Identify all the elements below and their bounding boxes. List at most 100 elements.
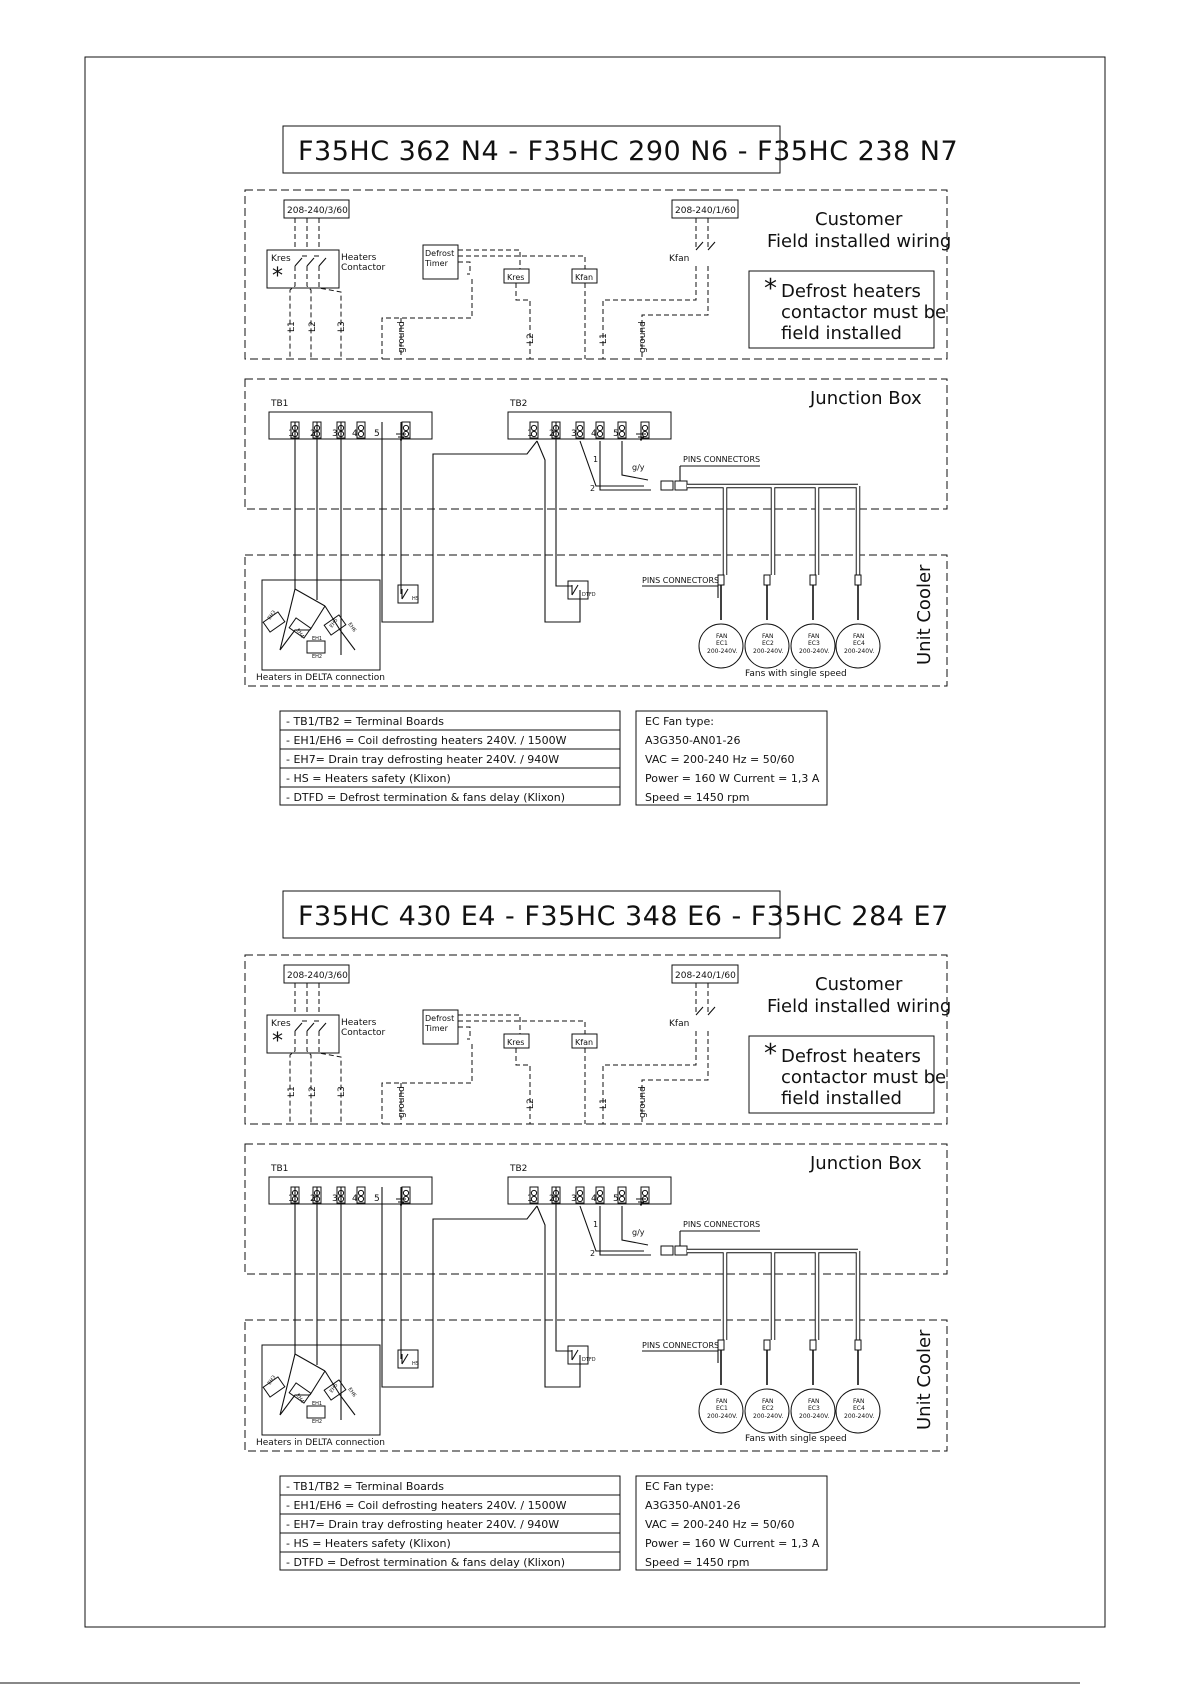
junction-zone-title: Junction Box bbox=[809, 1153, 922, 1174]
unit-cooler-zone-title: Unit Cooler bbox=[914, 1329, 935, 1430]
pins-connectors-leader-jb bbox=[679, 465, 760, 481]
hs-klixon-box bbox=[397, 584, 419, 604]
dtfd-klixon-box bbox=[567, 580, 589, 600]
tb1-label: TB1 bbox=[270, 399, 288, 409]
heater-label-eh2: EH2 bbox=[312, 1419, 322, 1425]
fan-name: FAN bbox=[762, 1398, 774, 1405]
fan-voltage: 200-240V. bbox=[753, 1413, 783, 1420]
terminal-screw-head bbox=[530, 1195, 538, 1203]
pins-connectors-label-jb: PINS CONNECTORS bbox=[683, 455, 760, 464]
pins-connectors-leader-uc bbox=[642, 1350, 719, 1363]
supply-1ph-wires bbox=[695, 218, 709, 250]
terminal-screw-body bbox=[356, 421, 366, 439]
hs-loop bbox=[381, 1187, 538, 1388]
dtfd-klixon-contact bbox=[571, 1349, 579, 1361]
wire-number-2: 2 bbox=[590, 1249, 595, 1258]
wire-label-l1: L1 bbox=[287, 321, 297, 332]
fan-connector bbox=[809, 1339, 817, 1351]
terminal-screw-body bbox=[640, 421, 650, 439]
pins-connector-jb bbox=[660, 480, 674, 491]
heaters-contactor-label-1: Heaters bbox=[341, 253, 377, 263]
legend-row-4: - HS = Heaters safety (Klixon) bbox=[286, 772, 451, 785]
contactor-asterisk: * bbox=[272, 264, 283, 289]
pins-connectors-label-uc: PINS CONNECTORS bbox=[642, 576, 719, 585]
legend-row-1: - TB1/TB2 = Terminal Boards bbox=[286, 715, 444, 728]
ground-icon bbox=[636, 424, 646, 441]
fan-connector bbox=[763, 574, 771, 586]
fan-spec-line-5: Speed = 1450 rpm bbox=[645, 1556, 749, 1569]
terminal-screw-head bbox=[596, 1195, 604, 1203]
terminal-screw-body bbox=[356, 1186, 366, 1204]
heaters-delta-label: Heaters in DELTA connection bbox=[256, 1438, 385, 1448]
terminal-screw-head bbox=[357, 1195, 365, 1203]
fan-ec3-icon bbox=[790, 1388, 836, 1434]
legend-row-1: - TB1/TB2 = Terminal Boards bbox=[286, 1480, 444, 1493]
note-line-1: Defrost heaters bbox=[781, 281, 921, 302]
legend-row-5: - DTFD = Defrost termination & fans dela… bbox=[286, 1556, 565, 1569]
field-wiring bbox=[289, 218, 716, 359]
wire-label-l1: L1 bbox=[287, 1086, 297, 1097]
defrost-timer-label-2: Timer bbox=[424, 259, 449, 268]
terminal-screw-head bbox=[576, 1189, 584, 1197]
customer-zone-subtitle: Field installed wiring bbox=[767, 231, 951, 252]
tb2-terminal-1 bbox=[529, 1186, 539, 1204]
fan-connector bbox=[854, 1339, 862, 1351]
tb2-board bbox=[507, 411, 672, 440]
terminal-screw-body bbox=[575, 1186, 585, 1204]
fan-wire-1 bbox=[579, 1205, 644, 1252]
terminal-screw-head bbox=[596, 1189, 604, 1197]
heater-element-1 bbox=[262, 611, 286, 633]
hs-klixon-contact bbox=[401, 1353, 409, 1365]
contactor-contacts bbox=[294, 257, 327, 267]
supply-3ph-label: 208-240/3/60 bbox=[287, 206, 348, 216]
tb2-terminal-4 bbox=[595, 1186, 605, 1204]
tb2-label: TB2 bbox=[509, 399, 527, 409]
heater-element-1 bbox=[262, 1376, 286, 1398]
internal-wiring bbox=[294, 1187, 651, 1420]
terminal-screw-body bbox=[595, 1186, 605, 1204]
heater-element-2 bbox=[288, 1382, 312, 1404]
tb1-terminal-number-5: 5 bbox=[374, 1194, 380, 1204]
terminal-screw-head bbox=[402, 1189, 410, 1197]
kfan-contact-label: Kfan bbox=[669, 1019, 689, 1029]
note-line-2: contactor must be bbox=[781, 302, 946, 323]
pins-connector-jb bbox=[660, 1245, 674, 1256]
terminal-screw-head bbox=[576, 430, 584, 438]
kres-label: Kres bbox=[271, 1019, 291, 1029]
legend-row-3: - EH7= Drain tray defrosting heater 240V… bbox=[286, 753, 559, 766]
heaters-delta-label: Heaters in DELTA connection bbox=[256, 673, 385, 683]
kfan-contacts bbox=[695, 241, 716, 251]
legend-row-2: - EH1/EH6 = Coil defrosting heaters 240V… bbox=[286, 734, 567, 747]
timer-control-wires bbox=[458, 249, 586, 275]
kfan-contacts bbox=[695, 1006, 716, 1016]
unit-cooler-zone-title: Unit Cooler bbox=[914, 564, 935, 665]
terminal-screw-head bbox=[618, 424, 626, 432]
unit-cooler-zone bbox=[244, 554, 948, 687]
terminal-screw-body bbox=[617, 421, 627, 439]
fan-ec1-icon bbox=[698, 1388, 744, 1434]
terminal-screw-head bbox=[641, 424, 649, 432]
fan-voltage: 200-240V. bbox=[707, 1413, 737, 1420]
heater-label-eh6: EH6 bbox=[346, 1387, 357, 1399]
heater-label-eh4: EH4 bbox=[294, 628, 305, 640]
fan-voltage: 200-240V. bbox=[844, 1413, 874, 1420]
terminal-screw-head bbox=[576, 1195, 584, 1203]
terminal-screw-body bbox=[575, 421, 585, 439]
fans-label: Fans with single speed bbox=[745, 669, 847, 679]
fan-name: FAN bbox=[716, 633, 728, 640]
ground-icon-lines bbox=[636, 1189, 646, 1206]
terminal-screw-head bbox=[357, 430, 365, 438]
fan-name: FAN bbox=[716, 1398, 728, 1405]
fan-spec-line-1: EC Fan type: bbox=[645, 1480, 714, 1493]
fan-supply-wires bbox=[602, 266, 709, 359]
heater-label-eh5: EH5 bbox=[329, 617, 340, 629]
tb2-terminal-3 bbox=[575, 421, 585, 439]
fan-cable-inner bbox=[687, 484, 860, 575]
tb2-terminal-5 bbox=[640, 1186, 650, 1204]
tb2-terminal-ground bbox=[617, 1186, 627, 1204]
legend-table: - TB1/TB2 = Terminal Boards - EH1/EH6 = C… bbox=[279, 710, 621, 806]
supply-1ph-box bbox=[671, 199, 739, 219]
